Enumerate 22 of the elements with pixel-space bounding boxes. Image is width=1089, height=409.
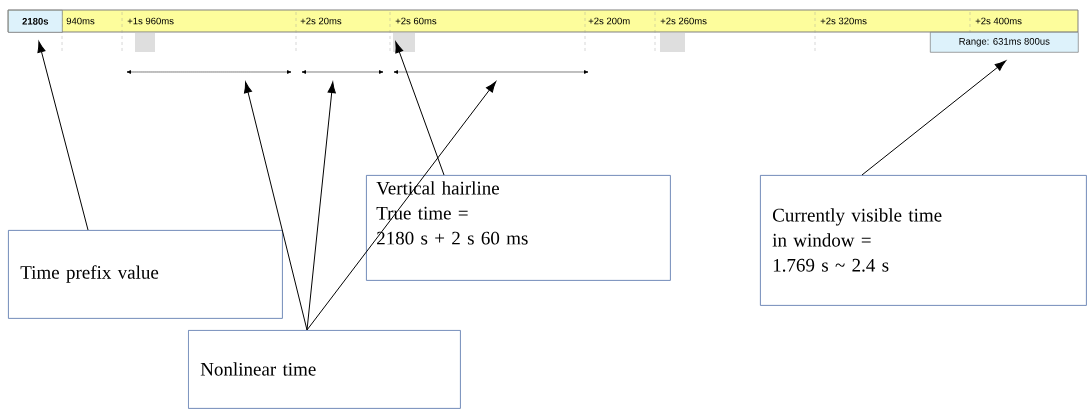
leader-arrow [861,60,1007,176]
time-prefix-cell: 2180s [8,10,63,33]
callout-text: Nonlinear time [200,362,316,376]
callout-box [188,330,461,409]
tick-label: +2s 60ms [395,17,437,25]
leader-arrow [243,81,308,331]
tick-label: +2s 260ms [660,17,707,25]
tick-label: +2s 20ms [300,17,342,25]
callout-box [760,175,1087,306]
callout-box [366,175,671,281]
tick-label: +2s 200m [588,17,630,25]
callout-text: Currently visible time in window = 1.769 s ~ 2.4 s [772,208,942,272]
leader-arrow [395,41,445,176]
tick-label: +2s 320ms [820,17,867,25]
callout-box [8,230,283,319]
callout-text: Time prefix value [20,265,159,283]
leader-arrow [306,81,497,331]
tick-label: +1s 960ms [127,17,174,25]
leader-arrow [37,41,89,231]
callout-text: Vertical hairline True time = 2180 s + 2 s 60 ms [376,181,528,245]
range-cell: Range: 631ms 800us [930,32,1079,53]
leader-arrow [306,81,336,331]
